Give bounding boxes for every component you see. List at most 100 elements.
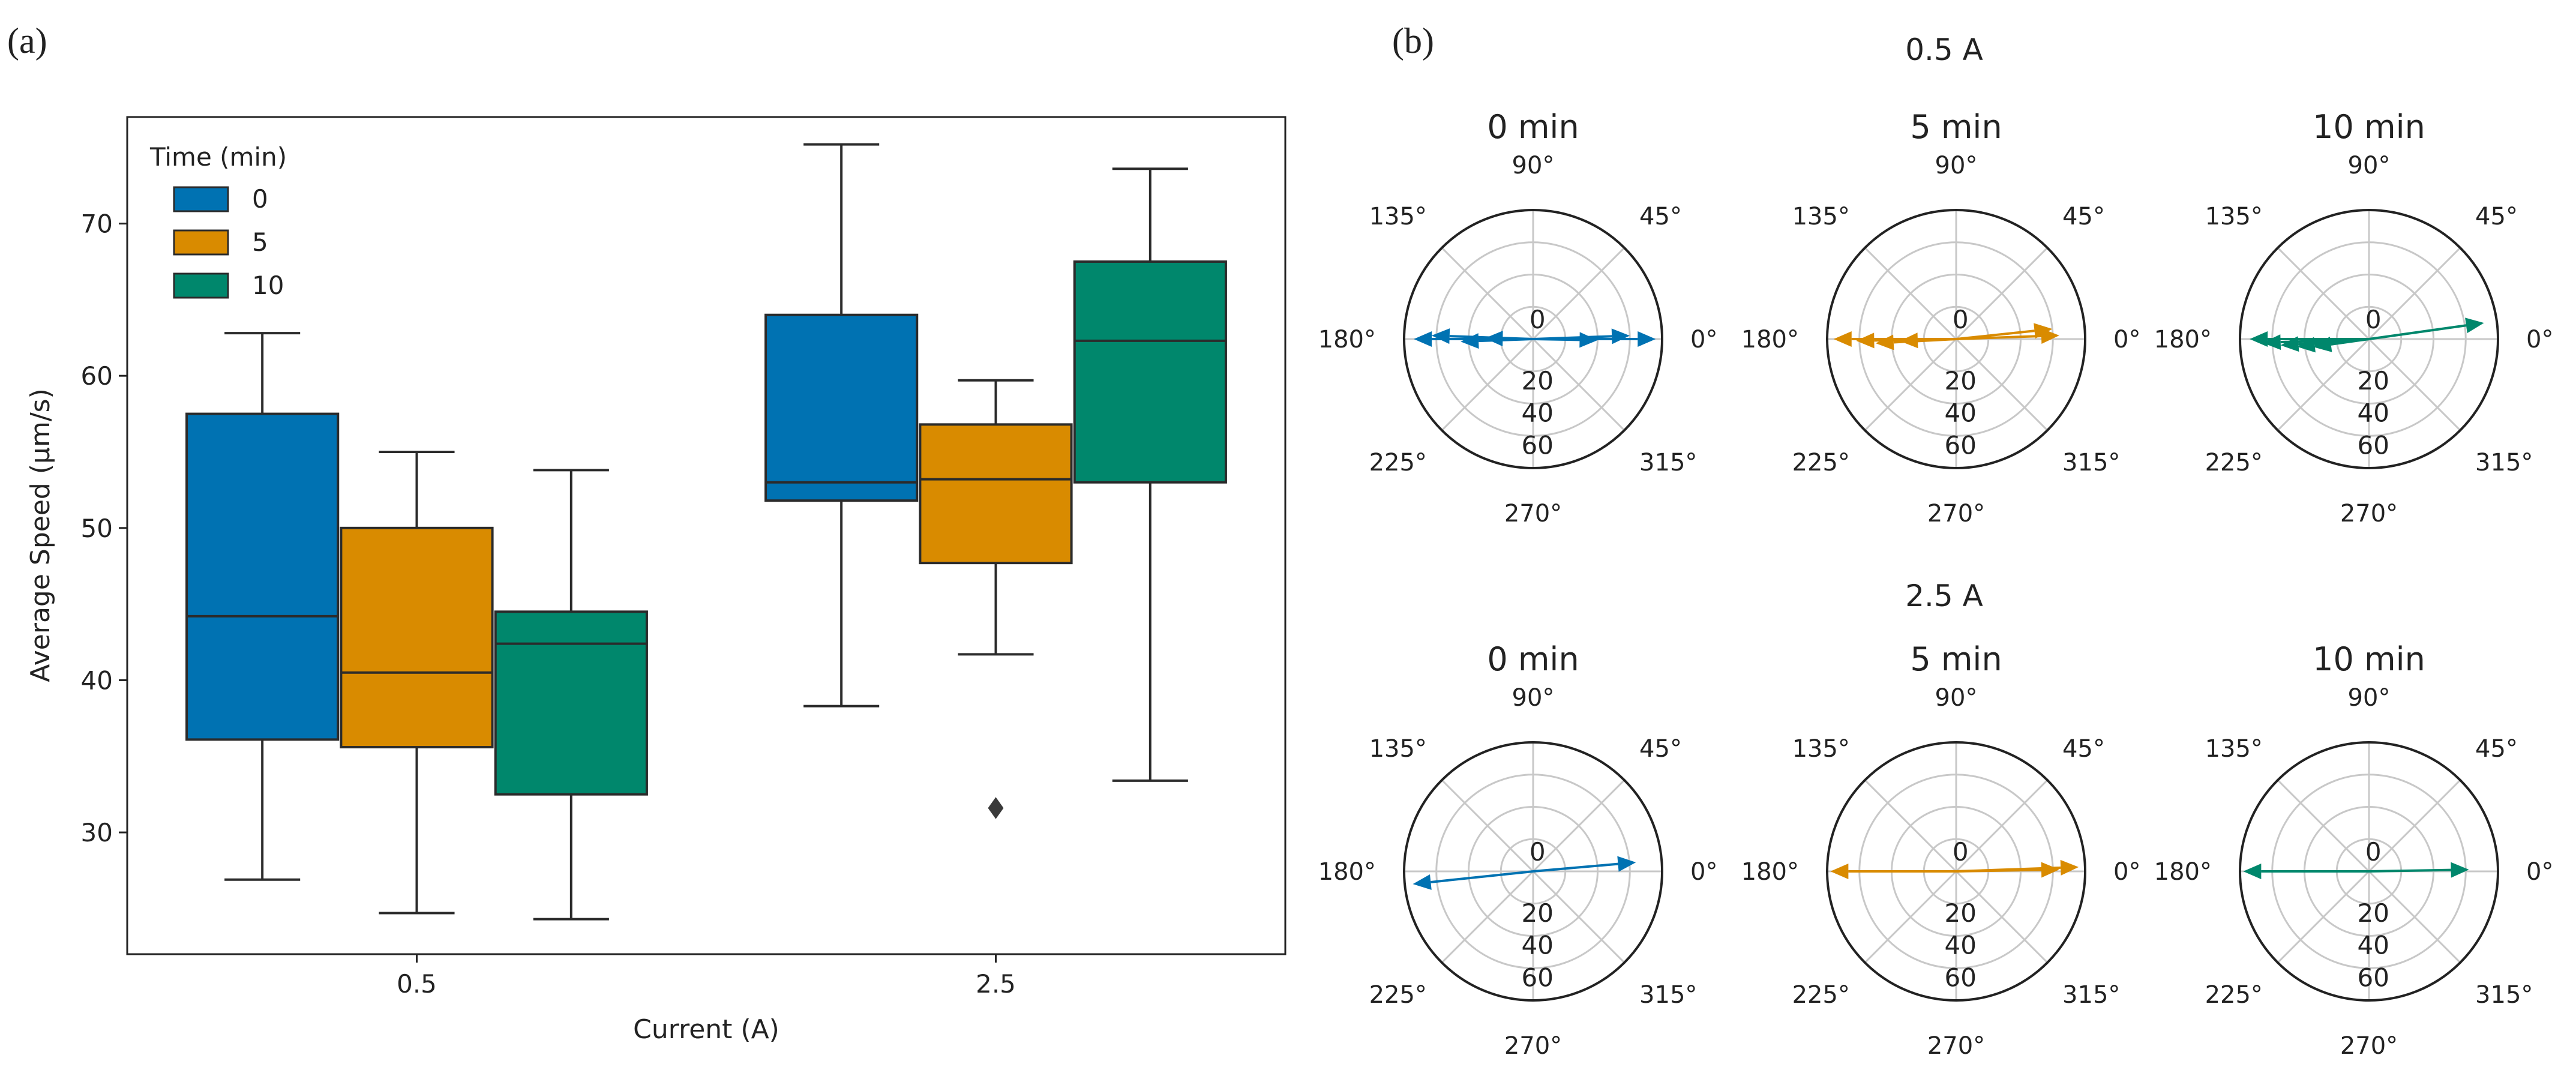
radial-tick-label: 60 [2358, 963, 2389, 992]
direction-vector [1956, 859, 2079, 876]
legend-title: Time (min) [149, 142, 287, 172]
radial-tick-label: 40 [2358, 931, 2389, 960]
angular-grid-line [2368, 870, 2461, 964]
angle-label: 135° [2205, 735, 2263, 763]
angular-grid-line [1532, 247, 1626, 340]
angular-grid-line [2277, 247, 2370, 340]
angle-label: 90° [1512, 152, 1555, 179]
polar-outer-ring [2239, 741, 2499, 1002]
angular-grid-line [1864, 779, 1957, 873]
y-tick-label: 30 [81, 818, 113, 847]
legend-label: 10 [252, 271, 284, 300]
angle-label: 45° [1639, 203, 1682, 230]
legend-swatch [173, 272, 229, 299]
box-iqr [340, 526, 494, 749]
radial-tick-label: 0 [1530, 305, 1546, 334]
angle-label: 90° [2348, 684, 2391, 712]
angle-label: 270° [1927, 500, 1985, 527]
radial-tick-label: 20 [2358, 898, 2389, 928]
box-iqr [185, 412, 340, 741]
polar-outer-ring [1826, 741, 2086, 1002]
direction-vector [2243, 864, 2369, 879]
vector-arrowhead [1856, 332, 1875, 349]
angle-label: 270° [1504, 500, 1562, 527]
radial-tick-label: 0 [2365, 837, 2382, 867]
group-title-0-5a: 0.5 A [1905, 32, 1983, 67]
vector-arrowhead [1414, 331, 1432, 347]
angle-label: 0° [2526, 326, 2553, 353]
angular-grid-line [1532, 779, 1626, 873]
angle-label: 0° [2113, 858, 2140, 886]
angle-label: 90° [2348, 152, 2391, 179]
vector-arrowhead [1431, 328, 1450, 344]
angle-label: 180° [1318, 858, 1376, 886]
angular-grid-line [2277, 338, 2370, 431]
angle-label: 135° [1792, 203, 1850, 230]
box-group [185, 332, 340, 881]
angle-label: 270° [2340, 500, 2398, 527]
angular-grid-line [1441, 338, 1534, 431]
direction-vector [1956, 862, 2059, 878]
polar-outer-ring [1403, 209, 1663, 469]
angle-label: 0° [2526, 858, 2553, 886]
angular-grid-line [2277, 779, 2370, 873]
radial-tick-label: 60 [2358, 430, 2389, 460]
angle-label: 180° [2154, 858, 2212, 886]
legend-label: 5 [252, 227, 268, 257]
angle-label: 315° [2475, 449, 2533, 476]
y-tick-label: 50 [81, 514, 113, 543]
angle-label: 225° [2205, 981, 2263, 1009]
angle-label: 135° [1792, 735, 1850, 763]
vector-shaft [2331, 338, 2370, 346]
angle-label: 315° [1639, 981, 1697, 1009]
vector-arrowhead [1899, 332, 1918, 349]
angle-label: 0° [1690, 858, 1717, 886]
vector-arrowhead [1579, 332, 1598, 348]
polar-title: 10 min [2313, 108, 2425, 146]
angle-label: 90° [1935, 684, 1978, 712]
x-tick-label: 0.5 [397, 969, 437, 999]
legend-label: 0 [252, 184, 268, 214]
vector-arrowhead [1461, 333, 1479, 349]
polar-title: 10 min [2313, 640, 2425, 678]
angle-label: 45° [2062, 203, 2105, 230]
vector-arrowhead [2296, 337, 2316, 353]
angle-label: 180° [1318, 326, 1376, 353]
vector-shaft [1917, 338, 1957, 342]
vector-shaft [1956, 329, 2035, 340]
angle-label: 270° [1504, 1032, 1562, 1060]
angular-grid-line [1864, 247, 1957, 340]
radial-tick-label: 20 [1945, 898, 1977, 928]
radial-tick-label: 60 [1945, 430, 1977, 460]
box-group [494, 469, 648, 921]
direction-vector [1485, 331, 1534, 347]
angular-grid-line [1532, 338, 1626, 431]
polar-plot: 10 min0°45°90°135°180°225°270°315°020406… [2154, 640, 2554, 1060]
group-title-2-5a: 2.5 A [1905, 579, 1983, 613]
angular-grid-line [2368, 779, 2461, 873]
angle-label: 270° [1927, 1032, 1985, 1060]
radial-tick-label: 0 [1953, 305, 1969, 334]
angle-label: 90° [1512, 684, 1555, 712]
polar-title: 5 min [1910, 640, 2002, 678]
angle-label: 90° [1935, 152, 1978, 179]
vector-shaft [1533, 862, 1618, 873]
direction-vector [1533, 856, 1636, 873]
vector-arrowhead [1833, 331, 1852, 347]
box-group [1073, 167, 1227, 782]
vector-arrowhead [2313, 337, 2332, 352]
polar-title: 0 min [1487, 108, 1579, 146]
angular-grid-line [1955, 779, 2049, 873]
radial-tick-label: 40 [1945, 398, 1977, 428]
angle-label: 135° [2205, 203, 2263, 230]
angle-label: 45° [1639, 735, 1682, 763]
angular-grid-line [2368, 247, 2461, 340]
vector-arrowhead [2451, 862, 2469, 878]
polar-charts: 0.5 A 2.5 A 0 min 0° 45° 90° 135° 180° 225° 270… [1318, 32, 2554, 1060]
direction-vector [2313, 337, 2370, 352]
angle-label: 180° [1741, 858, 1799, 886]
angle-label: 315° [2475, 981, 2533, 1009]
polar-outer-ring [1403, 741, 1663, 1002]
box-group [340, 451, 494, 915]
